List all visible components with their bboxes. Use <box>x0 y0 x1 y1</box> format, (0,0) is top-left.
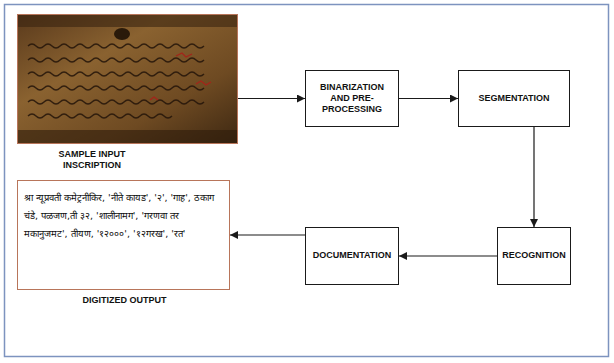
flow-arrow <box>238 98 305 99</box>
process-box: RECOGNITION <box>497 227 571 285</box>
box-label: DOCUMENTATION <box>313 250 392 261</box>
inscription-image <box>18 15 237 143</box>
box-label: SEGMENTATION <box>478 93 549 104</box>
output-text: श्रा न्यूप्रवती कमेट्रनीकिर, 'नीते कायड'… <box>24 189 223 243</box>
box-label: BINARIZATION AND PRE-PROCESSING <box>310 82 394 116</box>
box-label: RECOGNITION <box>502 250 566 261</box>
flow-arrow <box>399 255 497 256</box>
output-box: श्रा न्यूप्रवती कमेट्रनीकिर, 'नीते कायड'… <box>17 180 230 290</box>
caption: SAMPLE INPUT INSCRIPTION <box>36 149 148 172</box>
flow-arrow <box>533 127 534 227</box>
flow-arrow <box>399 98 458 99</box>
input-image: SAMPLE INPUT INSCRIPTION <box>17 14 238 144</box>
process-box: BINARIZATION AND PRE-PROCESSING <box>305 70 399 127</box>
caption: DIGITIZED OUTPUT <box>18 295 231 306</box>
process-box: DOCUMENTATION <box>305 227 399 285</box>
outer-frame <box>5 5 609 357</box>
process-box: SEGMENTATION <box>458 70 570 127</box>
flow-arrow <box>230 234 305 235</box>
